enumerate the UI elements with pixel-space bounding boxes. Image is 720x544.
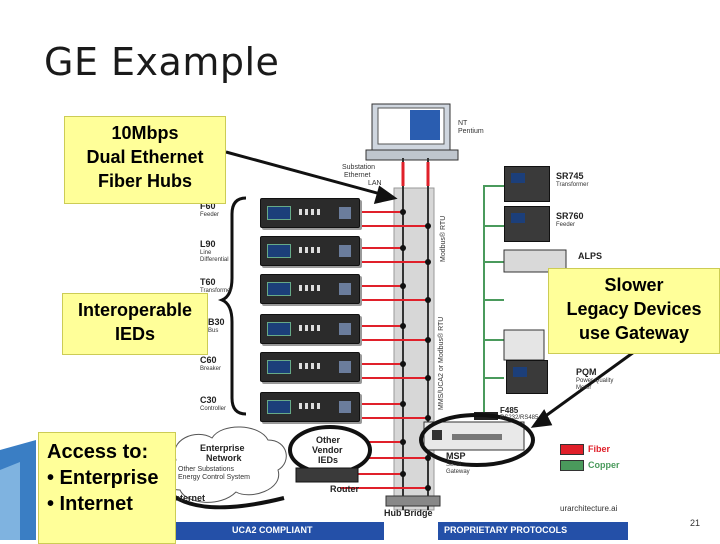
ied-rack-c60 bbox=[260, 352, 360, 382]
ied-bracket bbox=[217, 196, 247, 416]
pc-label-1: NT bbox=[458, 120, 468, 127]
msp-label: MSP bbox=[446, 451, 466, 461]
ied-label-l90: L90 bbox=[200, 239, 216, 249]
ied-desc-l90-2: Differential bbox=[200, 257, 229, 263]
enterprise-title-1: Enterprise bbox=[200, 443, 245, 453]
callout-fiber-hubs: 10Mbps Dual Ethernet Fiber Hubs bbox=[64, 116, 226, 204]
other-vendor-2: Vendor bbox=[312, 445, 343, 455]
ied-desc-l90-1: Line bbox=[200, 250, 212, 256]
msp-desc-2: Gateway bbox=[446, 469, 470, 475]
ied-rack-c30 bbox=[260, 392, 360, 422]
callout-access-line2: • Enterprise bbox=[47, 467, 159, 489]
callout-interoperable-ieds: Interoperable IEDs bbox=[62, 293, 208, 355]
enterprise-title-2: Network bbox=[206, 453, 242, 463]
modbus-rtu-label: Modbus® RTU bbox=[440, 215, 447, 262]
ied-label-t60: T60 bbox=[200, 277, 216, 287]
callout-gateway-line3: use Gateway bbox=[578, 323, 690, 343]
ied-label-c60: C60 bbox=[200, 355, 217, 365]
ied-label-b30: B30 bbox=[208, 317, 225, 327]
enterprise-sub-2: Energy Control System bbox=[178, 474, 250, 481]
legacy-device-sr745 bbox=[504, 166, 550, 202]
callout-access: Access to: • Enterprise • Internet bbox=[38, 432, 176, 544]
legacy-device-pqm bbox=[506, 360, 548, 394]
ied-rack-b30 bbox=[260, 314, 360, 344]
page-number: 21 bbox=[690, 518, 701, 528]
legend-fiber-swatch bbox=[560, 444, 584, 455]
legacy-label-sr745: SR745 bbox=[556, 171, 584, 181]
lan-label-2: Ethernet bbox=[344, 172, 371, 179]
callout-access-line1: Access to: bbox=[47, 441, 149, 463]
mms-protocol-label: MMS/UCA2 or Modbus® RTU bbox=[438, 316, 445, 410]
callout-ieds-line1: Interoperable bbox=[77, 300, 193, 320]
ied-desc-c30: Controller bbox=[200, 406, 227, 412]
router-label: Router bbox=[330, 484, 359, 494]
legacy-label-pqm: PQM bbox=[576, 367, 597, 377]
ied-label-c30: C30 bbox=[200, 395, 217, 405]
pc-label-2: Pentium bbox=[458, 128, 484, 135]
footer-url: urarchitecture.ai bbox=[560, 504, 618, 513]
ied-rack-f60 bbox=[260, 198, 360, 228]
callout-hubs-line1: 10Mbps bbox=[111, 123, 179, 143]
internet-label: Internet bbox=[172, 493, 206, 503]
callout-access-line3: • Internet bbox=[47, 493, 133, 515]
legacy-desc-f485: RS232/RS485 bbox=[500, 415, 539, 421]
legacy-desc-sr760: Feeder bbox=[556, 222, 576, 228]
callout-ieds-line2: IEDs bbox=[114, 324, 156, 344]
lan-label-3: LAN bbox=[368, 180, 382, 187]
callout-gateway: Slower Legacy Devices use Gateway bbox=[548, 268, 720, 354]
banner-proprietary bbox=[438, 522, 628, 540]
legend-copper-swatch bbox=[560, 460, 584, 471]
other-vendor-3: IEDs bbox=[318, 455, 339, 465]
callout-hubs-line2: Dual Ethernet bbox=[86, 147, 204, 167]
msp-desc-1: Serial bbox=[446, 462, 462, 468]
legend-copper-label: Copper bbox=[588, 460, 620, 470]
banner-proprietary-text: PROPRIETARY PROTOCOLS bbox=[444, 525, 568, 535]
ied-desc-c60: Breaker bbox=[200, 366, 222, 372]
ied-rack-l90 bbox=[260, 236, 360, 266]
other-vendor-1: Other bbox=[316, 435, 341, 445]
legacy-label-sr760: SR760 bbox=[556, 211, 584, 221]
callout-hubs-line3: Fiber Hubs bbox=[97, 171, 192, 191]
enterprise-sub-1: Other Substations bbox=[178, 466, 235, 473]
legacy-label-f485: F485 bbox=[500, 406, 519, 415]
callout-gateway-line2: Legacy Devices bbox=[566, 299, 702, 319]
ied-desc-f60: Feeder bbox=[200, 212, 220, 218]
legacy-desc-sr745: Transformer bbox=[556, 182, 589, 188]
router bbox=[295, 467, 359, 483]
banner-uca2 bbox=[170, 522, 384, 540]
ied-rack-t60 bbox=[260, 274, 360, 304]
legacy-device-sr760 bbox=[504, 206, 550, 242]
slide-title: GE Example bbox=[44, 40, 280, 84]
ied-desc-b30: Bus bbox=[208, 328, 219, 334]
ied-label-f60: F60 bbox=[200, 201, 216, 211]
ied-desc-t60: Transformer bbox=[200, 288, 233, 294]
banner-uca2-text: UCA2 COMPLIANT bbox=[232, 525, 313, 535]
legend-fiber-label: Fiber bbox=[588, 444, 611, 454]
hub-bridge-label: Hub Bridge bbox=[384, 508, 433, 518]
enterprise-cloud bbox=[164, 426, 287, 503]
legacy-label-alps: ALPS bbox=[578, 251, 603, 261]
hub-bridge bbox=[385, 495, 441, 507]
callout-gateway-line1: Slower bbox=[604, 275, 664, 295]
legacy-desc-pqm: Power Quality Meter bbox=[576, 378, 614, 391]
lan-label-1: Substation bbox=[342, 164, 376, 171]
